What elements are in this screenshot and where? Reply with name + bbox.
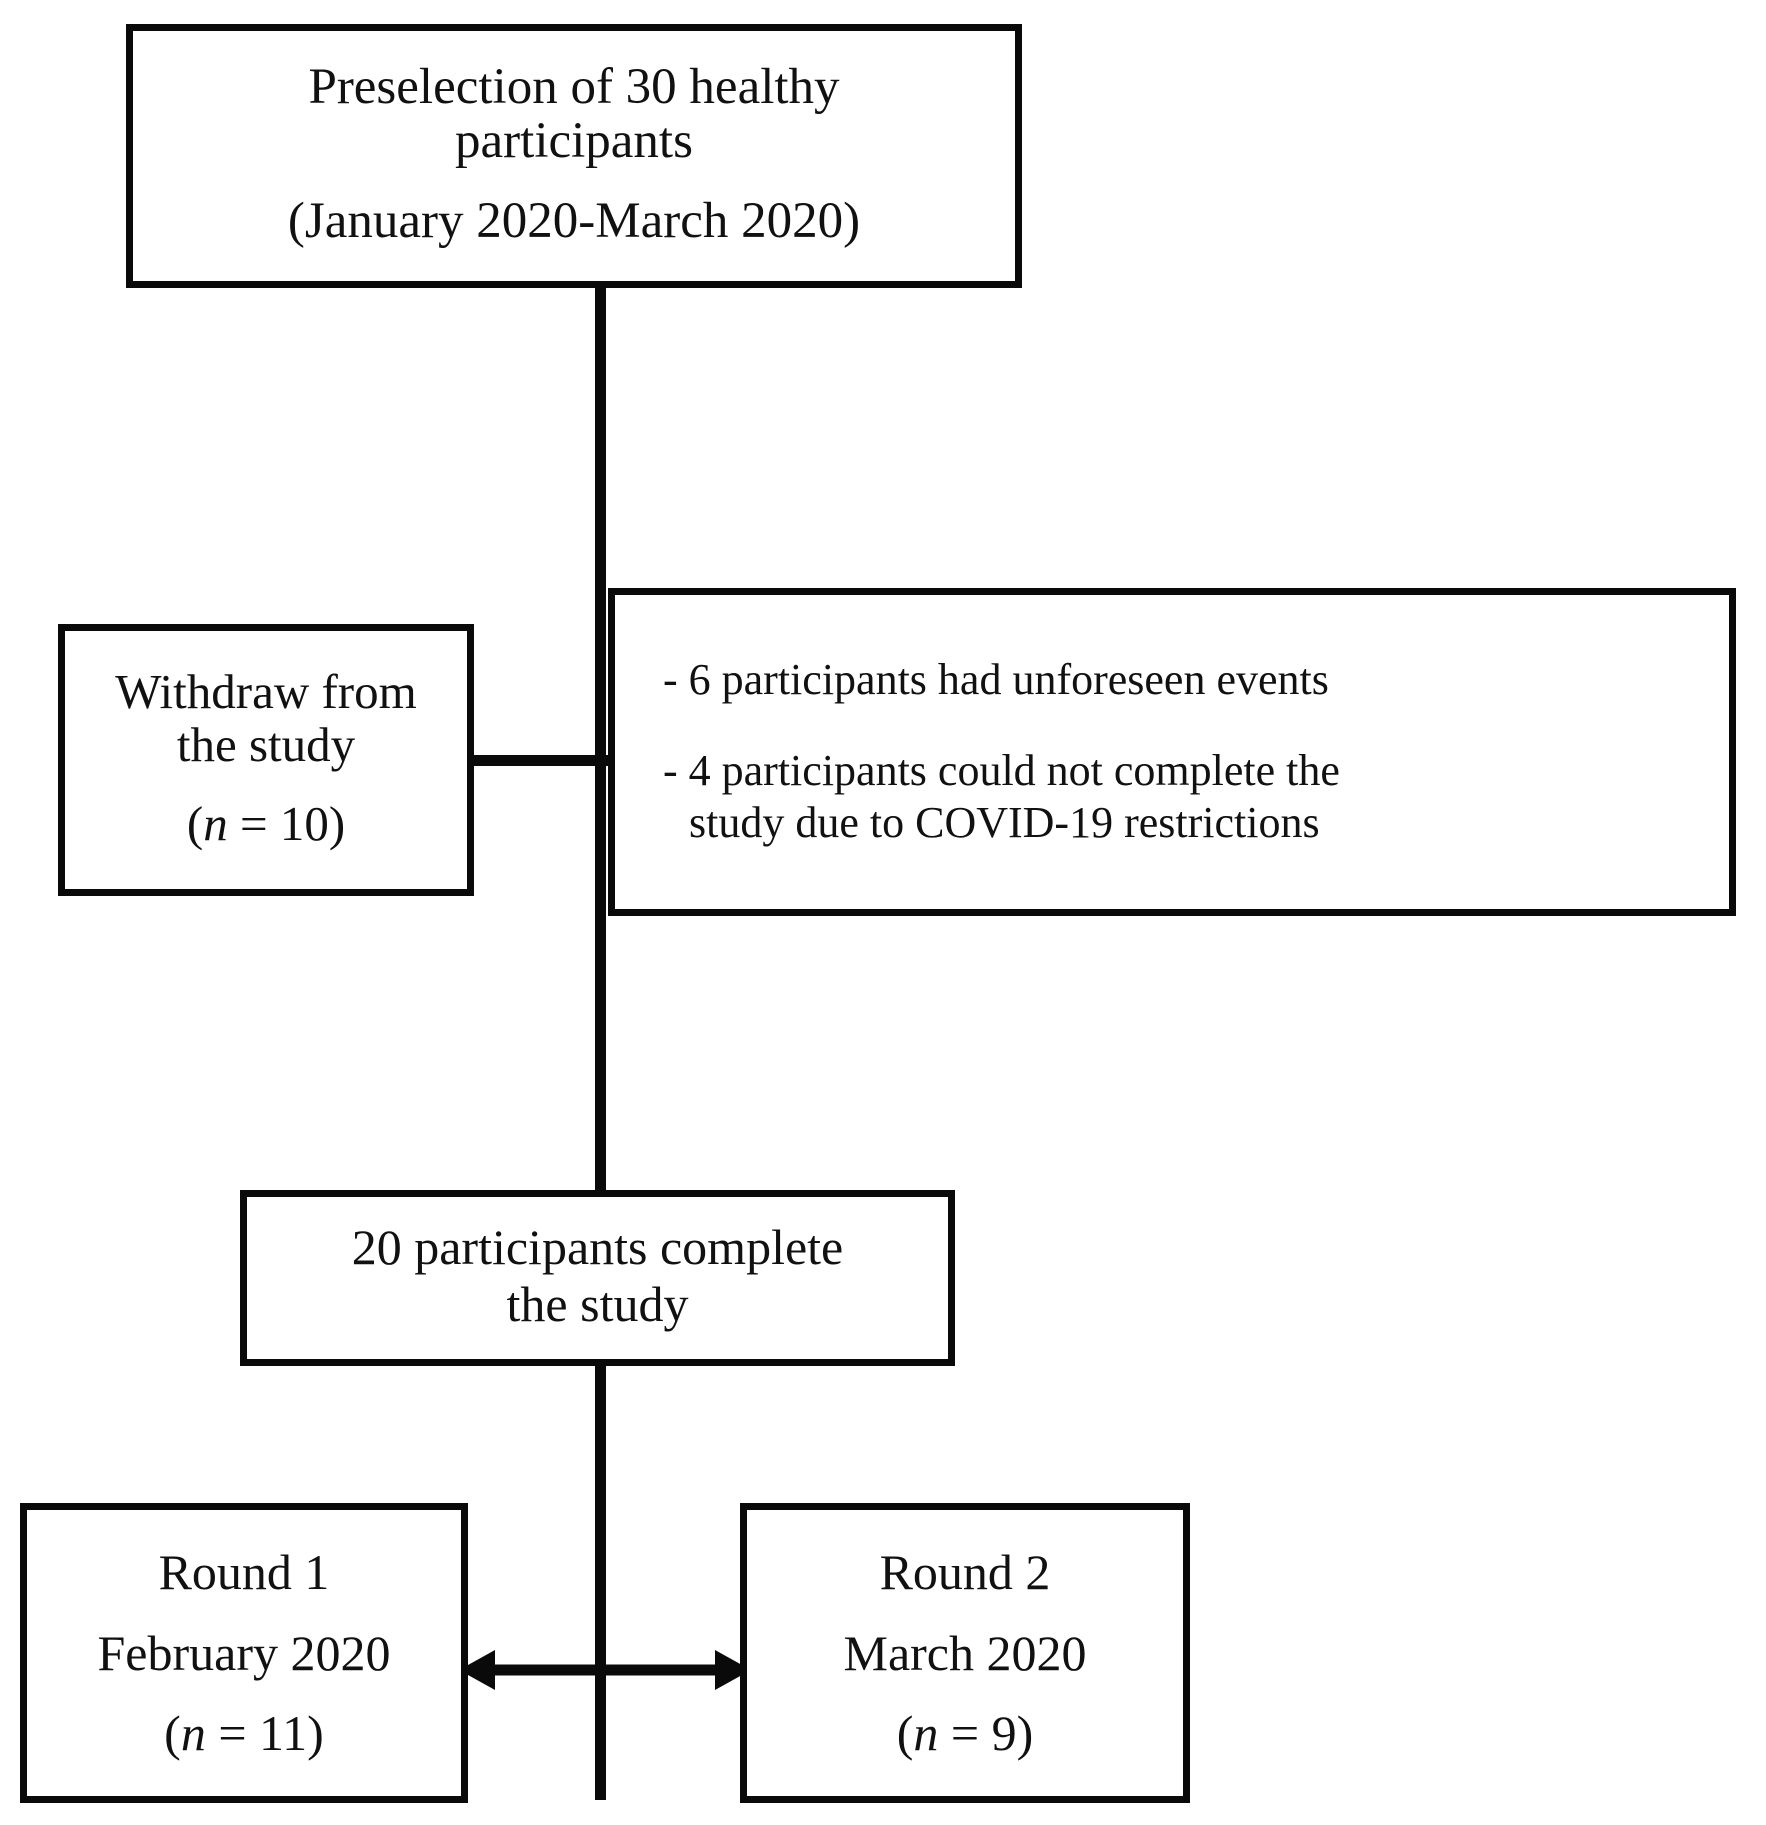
node-round2-line2: March 2020 [843,1624,1087,1681]
node-preselection-line1: Preselection of 30 healthy [308,58,840,115]
node-withdraw-count-value: = 10) [227,796,346,852]
node-withdraw-count-symbol: n [203,796,228,852]
node-round2-count-symbol: n [913,1705,939,1762]
node-round2-count: (n = 9) [759,1705,1171,1762]
node-reasons-bullet-1: - 6 participants had unforeseen events [663,654,1329,704]
node-withdraw-count-open: ( [186,796,204,852]
node-preselection-line3: (January 2020-March 2020) [287,193,861,250]
node-round2-count-value: = 9) [938,1705,1034,1762]
node-reasons-bullet-2-line1: - 4 participants could not complete the [663,745,1340,795]
node-withdraw-line1: Withdraw from [115,663,417,719]
node-round1-count: (n = 11) [39,1705,449,1762]
node-preselection: Preselection of 30 healthy participants … [126,24,1022,288]
node-withdraw-count: (n = 10) [73,796,459,852]
node-round-1: Round 1 February 2020 (n = 11) [20,1503,468,1803]
node-reasons-bullet-2-line2: study due to COVID-19 restrictions [689,798,1320,848]
node-round2-count-open: ( [896,1705,914,1762]
node-preselection-line2: participants [455,112,693,169]
node-withdraw-line2: the study [176,716,356,772]
round1-round2-bidirectional-arrow-icon [459,1650,751,1690]
node-round1-count-value: = 11) [205,1705,324,1762]
node-round1-count-open: ( [164,1705,181,1762]
node-round1-count-symbol: n [180,1705,206,1762]
node-round2-line1: Round 2 [879,1543,1051,1600]
node-participants-complete: 20 participants complete the study [240,1190,955,1366]
main-vertical-trunk-line [595,284,606,1194]
withdraw-branch-connector-line [468,755,614,766]
node-round1-line2: February 2020 [97,1624,391,1681]
node-complete-line1: 20 participants complete [351,1219,844,1275]
node-round-2: Round 2 March 2020 (n = 9) [740,1503,1190,1803]
lower-vertical-trunk-line [595,1360,606,1800]
node-complete-line2: the study [506,1276,689,1332]
node-withdrawal-reasons: - 6 participants had unforeseen events -… [608,588,1736,916]
node-withdraw: Withdraw from the study (n = 10) [58,624,474,896]
node-round1-line1: Round 1 [158,1543,330,1600]
